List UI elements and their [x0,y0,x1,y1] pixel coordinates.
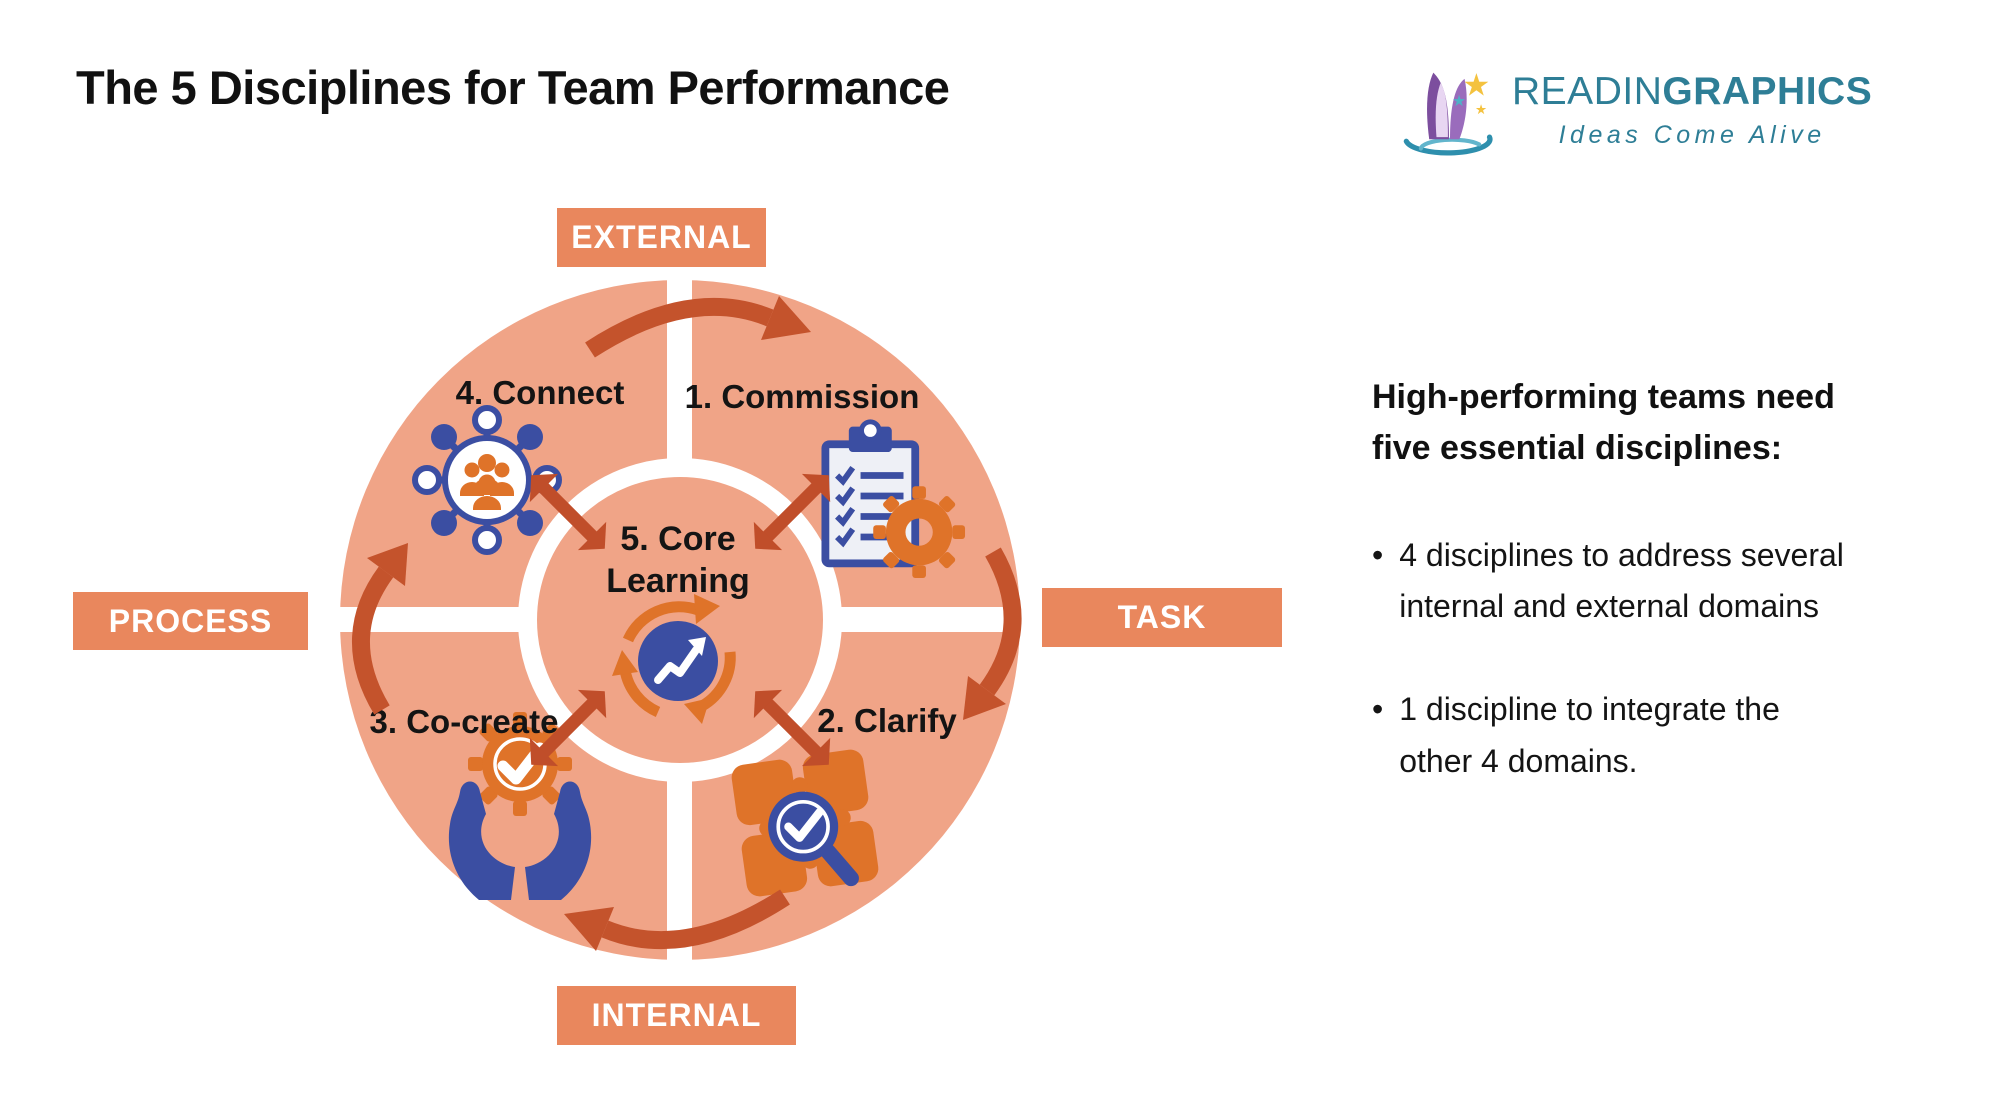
list-item: • 4 disciplines to address several inter… [1372,530,1972,632]
divider-vertical-bottom [667,770,692,960]
brand-logo: ★ ★ ★ READINGRAPHICS Ideas Come Alive [1398,56,1872,160]
bullet-text: 4 disciplines to address several interna… [1399,537,1844,625]
flow-arrow-top-icon [585,296,811,358]
brand-text: READINGRAPHICS Ideas Come Alive [1512,70,1872,150]
summary-panel: High-performing teams need five essentia… [1372,372,1972,839]
summary-heading: High-performing teams need five essentia… [1372,378,1835,467]
book-stars-logo-icon: ★ ★ ★ [1403,68,1493,156]
link-arrow-ne-icon [753,473,831,551]
page-title: The 5 Disciplines for Team Performance [76,61,950,114]
divider-horizontal-right [830,607,1020,632]
flow-arrow-left-icon [351,543,408,715]
svg-text:★: ★ [1452,93,1466,110]
domain-badge-external: EXTERNAL [557,208,766,267]
domain-badge-task: TASK [1042,588,1282,647]
people-network-icon [412,405,562,555]
svg-text:★: ★ [1475,102,1487,117]
bullet-text: 1 discipline to integrate the other 4 do… [1399,691,1780,779]
brand-name-bold: GRAPHICS [1662,70,1873,113]
link-arrow-sw-icon [529,689,607,767]
flow-arrow-right-icon [963,547,1022,720]
brand-tagline: Ideas Come Alive [1558,121,1826,149]
center-label-core-learning: 5. Core Learning [606,518,750,602]
svg-text:★: ★ [1462,68,1490,103]
quadrant-label-clarify: 2. Clarify [817,702,957,739]
quadrant-label-connect: 4. Connect [455,374,625,411]
center-label-line1: 5. Core [620,520,736,558]
domain-badge-internal: INTERNAL [557,986,796,1045]
center-label-line2: Learning [606,562,750,600]
brand-name: READINGRAPHICS [1512,70,1872,114]
link-arrow-se-icon [753,689,831,767]
bullet-glyph: • [1372,537,1384,573]
quadrant-label-commission: 1. Commission [684,378,920,415]
flow-arrow-bottom-icon [564,889,790,951]
domain-badge-process: PROCESS [73,592,308,650]
link-arrow-nw-icon [529,473,607,551]
clipboard-checklist-gear-icon [821,419,966,579]
hands-holding-gear-check-icon [448,712,592,900]
bullet-glyph: • [1372,691,1384,728]
brand-name-regular: READIN [1512,70,1663,113]
summary-bullet-list: • 4 disciplines to address several inter… [1372,530,1972,787]
puzzle-magnifier-check-icon [731,749,879,897]
list-item: • 1 discipline to integrate the other 4 … [1372,684,1972,786]
quadrant-label-cocreate: 3. Co-create [369,703,559,740]
growth-cycle-icon [612,594,736,724]
